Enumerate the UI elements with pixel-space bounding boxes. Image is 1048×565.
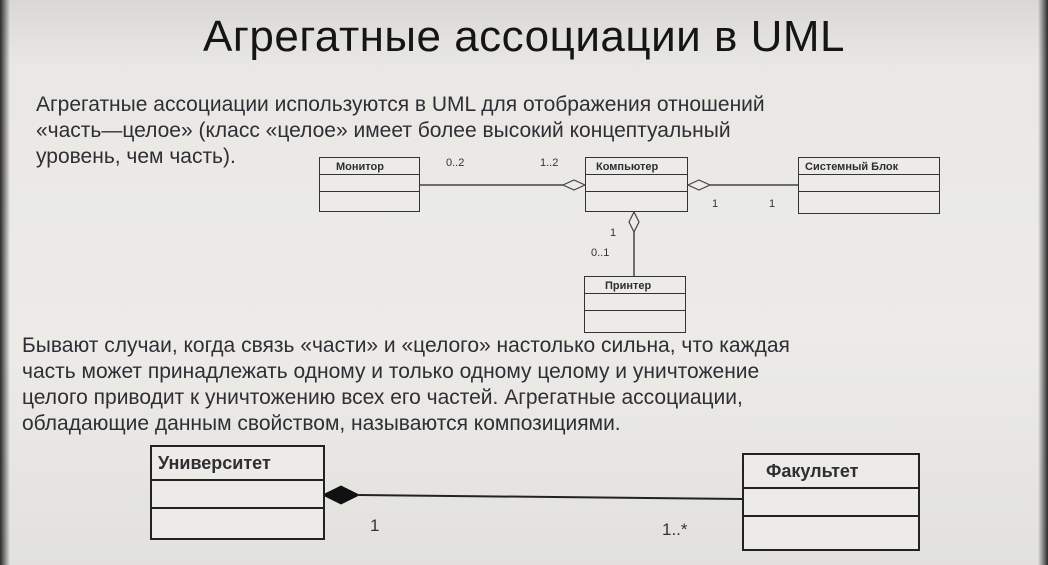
paragraph-composition: Бывают случаи, когда связь «части» и «це…: [22, 333, 1032, 437]
class-name: Компьютер: [586, 158, 687, 175]
class-name: Университет: [152, 447, 323, 481]
multiplicity-university-end: 1: [370, 516, 380, 535]
class-name: Факультет: [744, 455, 918, 489]
slide-edge-right: [1038, 0, 1048, 565]
multiplicity-computer-end-system-unit: 1: [712, 198, 719, 210]
class-university: Университет: [150, 445, 325, 540]
class-name: Системный Блок: [799, 158, 939, 175]
composition-diamond: [321, 485, 361, 505]
class-operations: [744, 517, 918, 545]
class-attributes: [585, 294, 685, 311]
slide-title: Агрегатные ассоциации в UML: [203, 12, 845, 61]
class-attributes: [586, 175, 687, 192]
paragraph-line: Агрегатные ассоциации используются в UML…: [36, 93, 765, 116]
class-attributes: [152, 481, 323, 509]
class-attributes: [320, 175, 419, 192]
class-faculty: Факультет: [742, 453, 920, 551]
paragraph-line: целого приводит к уничтожению всех его ч…: [22, 386, 743, 409]
paragraph-line: часть может принадлежать одному и только…: [22, 360, 760, 383]
class-printer: Принтер: [584, 276, 686, 333]
aggregation-diamond-printer: [628, 210, 640, 234]
multiplicity-computer-end-monitor: 1..2: [540, 157, 559, 169]
class-name: Принтер: [585, 277, 685, 294]
paragraph-line: Бывают случаи, когда связь «части» и «це…: [22, 334, 790, 357]
class-operations: [799, 192, 939, 209]
aggregation-diamond-system-unit: [686, 179, 712, 191]
class-system-unit: Системный Блок: [798, 157, 940, 214]
class-computer: Компьютер: [585, 157, 688, 212]
class-operations: [320, 192, 419, 209]
paragraph-aggregation: Агрегатные ассоциации используются в UML…: [36, 92, 996, 170]
multiplicity-monitor-end: 0..2: [446, 157, 465, 169]
class-monitor: Монитор: [319, 157, 420, 212]
multiplicity-computer-end-printer: 1: [610, 227, 617, 239]
aggregation-diamond-monitor: [561, 179, 587, 191]
class-operations: [586, 192, 687, 209]
class-attributes: [744, 489, 918, 517]
multiplicity-printer-end: 0..1: [591, 247, 610, 259]
slide-edge-left: [0, 0, 10, 565]
paragraph-line: обладающие данным свойством, называются …: [22, 412, 621, 435]
class-attributes: [799, 175, 939, 192]
multiplicity-system-unit-end: 1: [769, 198, 776, 210]
class-operations: [585, 311, 685, 328]
paragraph-line: «часть—целое» (класс «целое» имеет более…: [36, 119, 731, 142]
class-name: Монитор: [320, 158, 419, 175]
composition-line: [358, 494, 743, 500]
multiplicity-faculty-end: 1..*: [662, 520, 688, 539]
class-operations: [152, 509, 323, 537]
paragraph-line: уровень, чем часть).: [36, 145, 236, 168]
